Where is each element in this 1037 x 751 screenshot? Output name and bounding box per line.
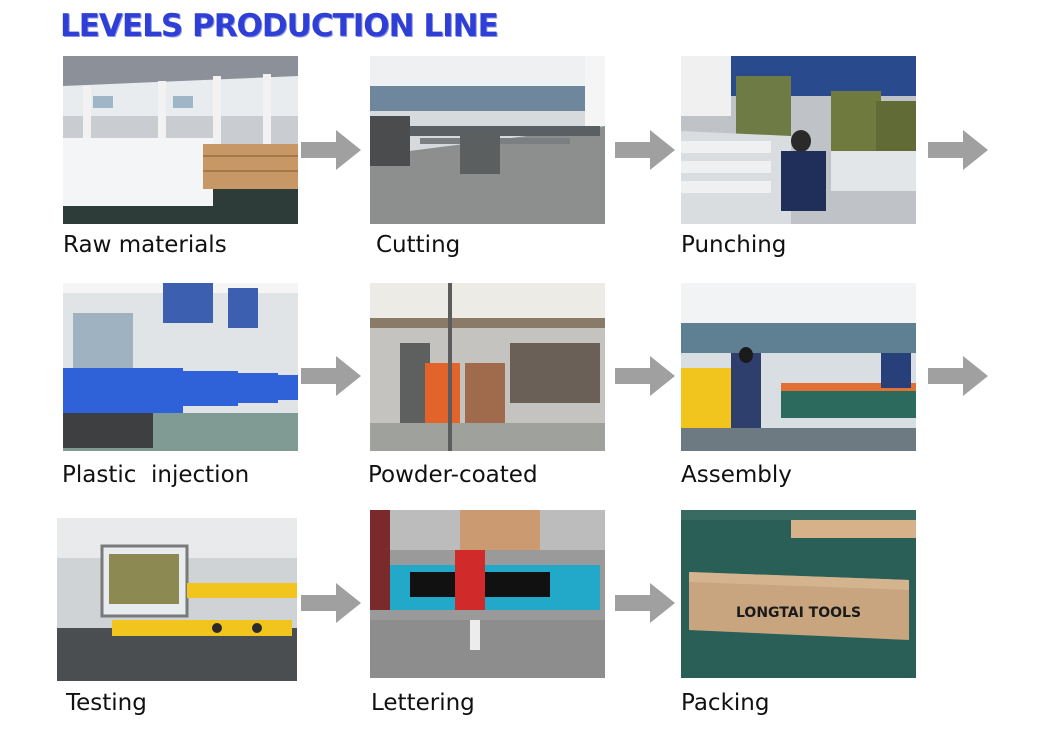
photo-raw-materials [63,56,298,224]
arrow-right-icon [301,130,361,170]
arrow-right-icon [301,583,361,623]
step-label-lettering: Lettering [371,690,475,716]
photo-testing [57,518,297,681]
step-label-cutting: Cutting [376,232,461,258]
arrow-right-icon [615,583,675,623]
box-text: LONGTAI TOOLS [736,605,861,621]
photo-assembly [681,283,916,451]
arrow-right-icon [301,356,361,396]
page-title: LEVELS PRODUCTION LINE [60,8,499,44]
step-label-packing: Packing [681,690,770,716]
photo-lettering [370,510,605,678]
photo-punching [681,56,916,224]
step-label-plastic-injection: Plastic injection [62,462,250,488]
photo-packing: LONGTAI TOOLS [681,510,916,678]
step-label-raw-materials: Raw materials [63,232,227,258]
step-label-punching: Punching [681,232,787,258]
photo-powder-coated [370,283,605,451]
photo-cutting [370,56,605,224]
arrow-right-icon [928,356,988,396]
arrow-right-icon [615,130,675,170]
step-label-powder-coated: Powder-coated [368,462,538,488]
step-label-testing: Testing [66,690,147,716]
step-label-assembly: Assembly [681,462,792,488]
arrow-right-icon [615,356,675,396]
arrow-right-icon [928,130,988,170]
photo-plastic-injection [63,283,298,451]
